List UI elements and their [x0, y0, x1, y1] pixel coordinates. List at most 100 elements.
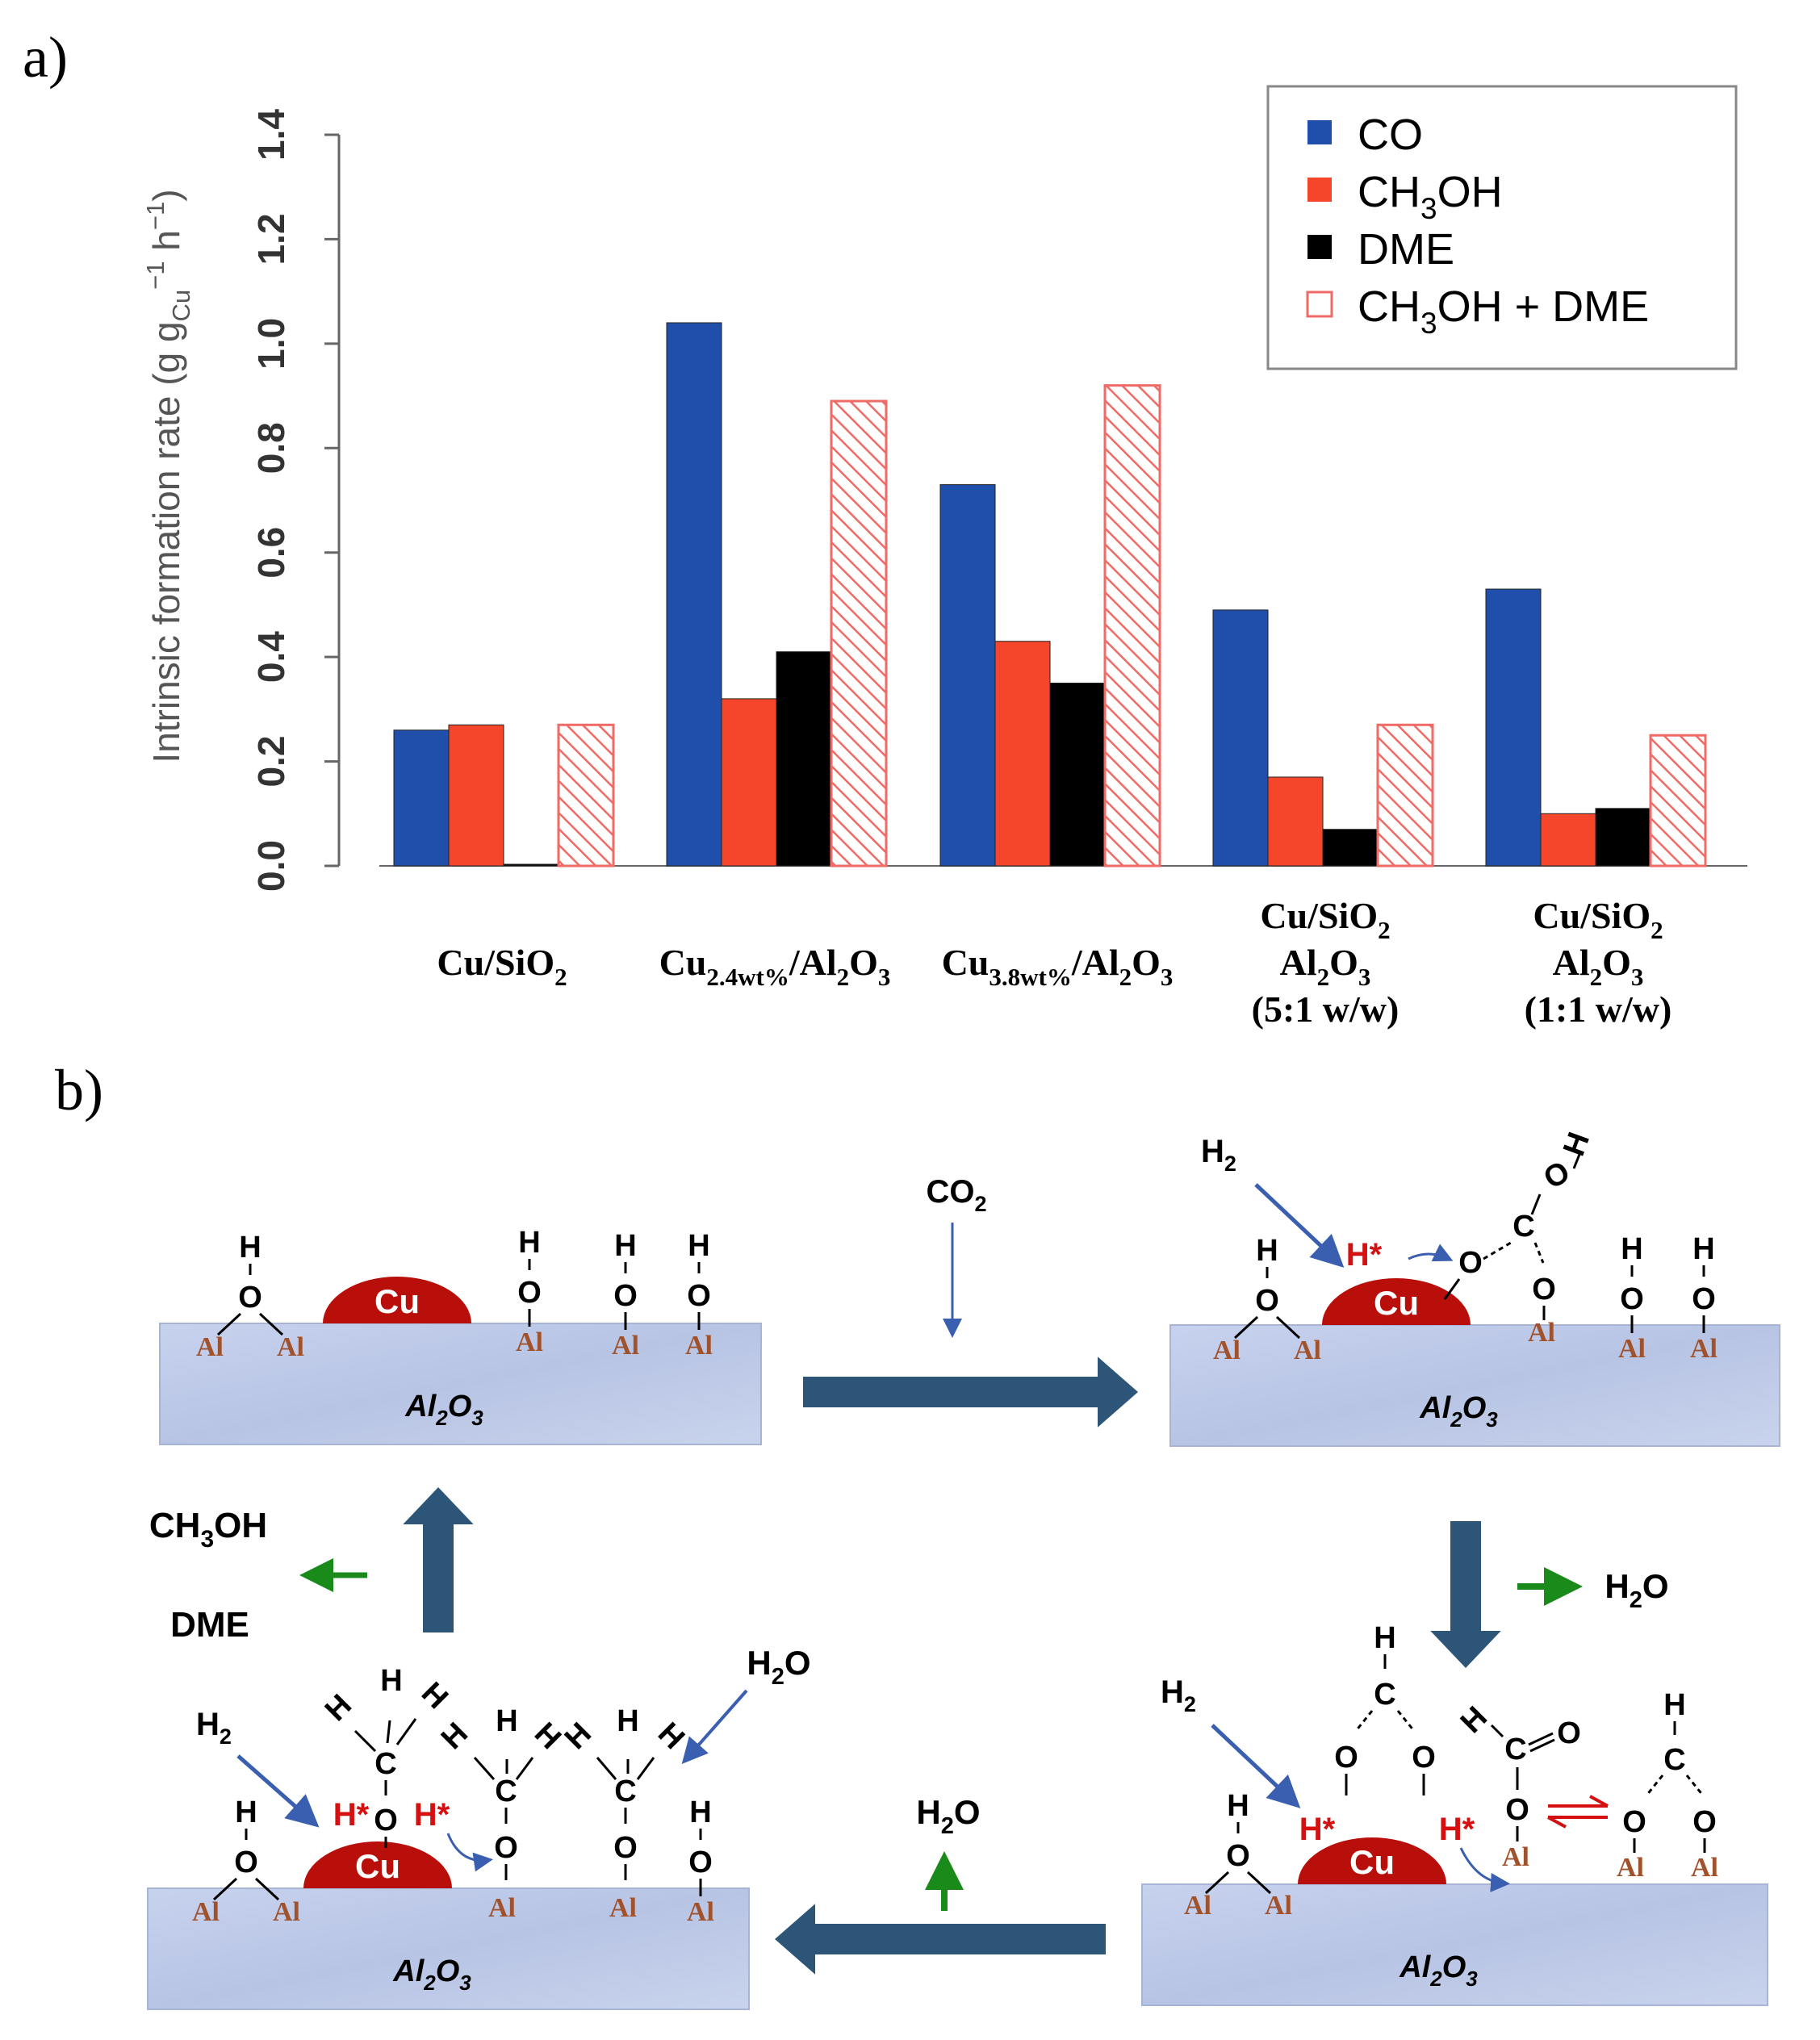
al-atom: Al — [685, 1331, 713, 1361]
panel-b-label: b) — [55, 1058, 103, 1122]
alumina-support — [159, 1323, 762, 1445]
bars — [393, 322, 1707, 867]
y-tick-label: 0.0 — [250, 840, 292, 892]
al-atom: Al — [687, 1897, 714, 1927]
h-atom: H — [617, 1704, 638, 1738]
bond — [395, 1718, 417, 1745]
bond — [1528, 1732, 1554, 1746]
bond — [1483, 1241, 1512, 1260]
legend-box — [1266, 85, 1738, 370]
h-atom: H — [1663, 1688, 1685, 1722]
bar-ch3oh-dme — [830, 399, 888, 867]
o-atom: O — [1412, 1741, 1436, 1775]
x-tick-label: Cu/SiO2 — [1533, 895, 1663, 944]
al-atom: Al — [196, 1332, 224, 1362]
al-atom: Al — [1502, 1842, 1529, 1872]
al-atom: Al — [1691, 1853, 1718, 1883]
o-atom: O — [234, 1846, 258, 1879]
o-atom: O — [1557, 1716, 1581, 1750]
equilibrium-arrow — [1589, 1795, 1609, 1808]
al-atom: Al — [1184, 1891, 1211, 1921]
dme-label: DME — [170, 1605, 249, 1645]
bar-dme — [776, 651, 832, 867]
o-atom: O — [494, 1831, 518, 1865]
o-atom: O — [613, 1831, 638, 1865]
bar-dme — [1049, 683, 1106, 867]
bar-co — [1485, 588, 1542, 867]
o-atom: O — [687, 1279, 711, 1313]
alumina-support — [1169, 1324, 1780, 1447]
bond — [1354, 1710, 1374, 1732]
c-atom: C — [1504, 1733, 1526, 1766]
h-atom: H — [415, 1676, 454, 1716]
y-tick-label: 1.2 — [250, 213, 292, 265]
legend-label: CH3OH — [1358, 168, 1503, 225]
al-atom: Al — [516, 1327, 543, 1357]
al-atom: Al — [1690, 1334, 1717, 1364]
y-tick-label: 0.2 — [250, 736, 292, 788]
h-atom: H — [319, 1688, 358, 1728]
h2o-label: H2O — [1605, 1567, 1668, 1613]
bond — [1685, 1775, 1705, 1796]
bond — [254, 1877, 280, 1901]
y-tick-label: 1.0 — [250, 318, 292, 370]
bar-co — [393, 729, 450, 867]
cu-particle — [323, 1277, 471, 1323]
al-atom: Al — [1528, 1318, 1555, 1348]
al-atom: Al — [1617, 1853, 1644, 1883]
support-label: Al2O3 — [392, 1954, 471, 1995]
h-atom: H — [1454, 1700, 1494, 1740]
x-tick-label: Cu2.4wt%/Al2O3 — [659, 942, 891, 991]
o-atom: O — [1458, 1246, 1483, 1280]
h-atom: H — [651, 1716, 691, 1756]
bond — [1246, 1871, 1272, 1895]
alumina-support — [147, 1887, 750, 2010]
al-atom: Al — [488, 1893, 516, 1923]
bond — [1275, 1315, 1301, 1340]
h2o-in-arrow — [681, 1689, 748, 1764]
bar-ch3oh — [448, 724, 504, 867]
bond — [1443, 1278, 1461, 1300]
h2-label: H2 — [1161, 1674, 1196, 1716]
legend-swatch — [1307, 235, 1332, 259]
h-atom: H — [380, 1664, 402, 1698]
legend-label: CO — [1358, 111, 1423, 159]
h-atom: H — [688, 1229, 709, 1263]
cu-label: Cu — [355, 1847, 400, 1885]
cu-label: Cu — [374, 1282, 420, 1320]
o-atom: O — [688, 1846, 713, 1879]
h-atom: H — [239, 1231, 261, 1265]
al-atom: Al — [1618, 1334, 1646, 1364]
bond — [212, 1877, 238, 1901]
bar-co — [666, 322, 722, 867]
bond — [636, 1757, 655, 1780]
h-atom: H — [235, 1795, 257, 1829]
alumina-support — [1141, 1883, 1768, 2006]
al-atom: Al — [1213, 1336, 1241, 1365]
al-atom: Al — [612, 1331, 639, 1361]
h-atom: H — [1692, 1232, 1714, 1266]
h-atom: H — [1227, 1789, 1249, 1823]
bar-ch3oh-dme — [1376, 723, 1434, 867]
h-atom: H — [1621, 1232, 1642, 1266]
bar-dme — [1322, 829, 1379, 867]
panel-a-label: a) — [23, 25, 68, 90]
o-atom: O — [374, 1804, 398, 1837]
legend-swatch — [1306, 291, 1333, 318]
h-star: H* — [414, 1797, 450, 1833]
cu-particle — [1298, 1837, 1446, 1884]
bond — [1533, 1242, 1545, 1264]
h2o-label: H2O — [916, 1793, 980, 1839]
process-arrow — [1430, 1521, 1501, 1668]
h-atom: H — [528, 1716, 567, 1756]
x-tick-label: Cu/SiO2 — [1260, 895, 1390, 944]
bond — [216, 1312, 242, 1336]
bar-dme — [503, 863, 559, 867]
o-atom: O — [1226, 1839, 1250, 1873]
h-atom: H — [1374, 1621, 1395, 1655]
bar-ch3oh-dme — [1103, 384, 1161, 867]
c-atom: C — [1374, 1678, 1395, 1712]
